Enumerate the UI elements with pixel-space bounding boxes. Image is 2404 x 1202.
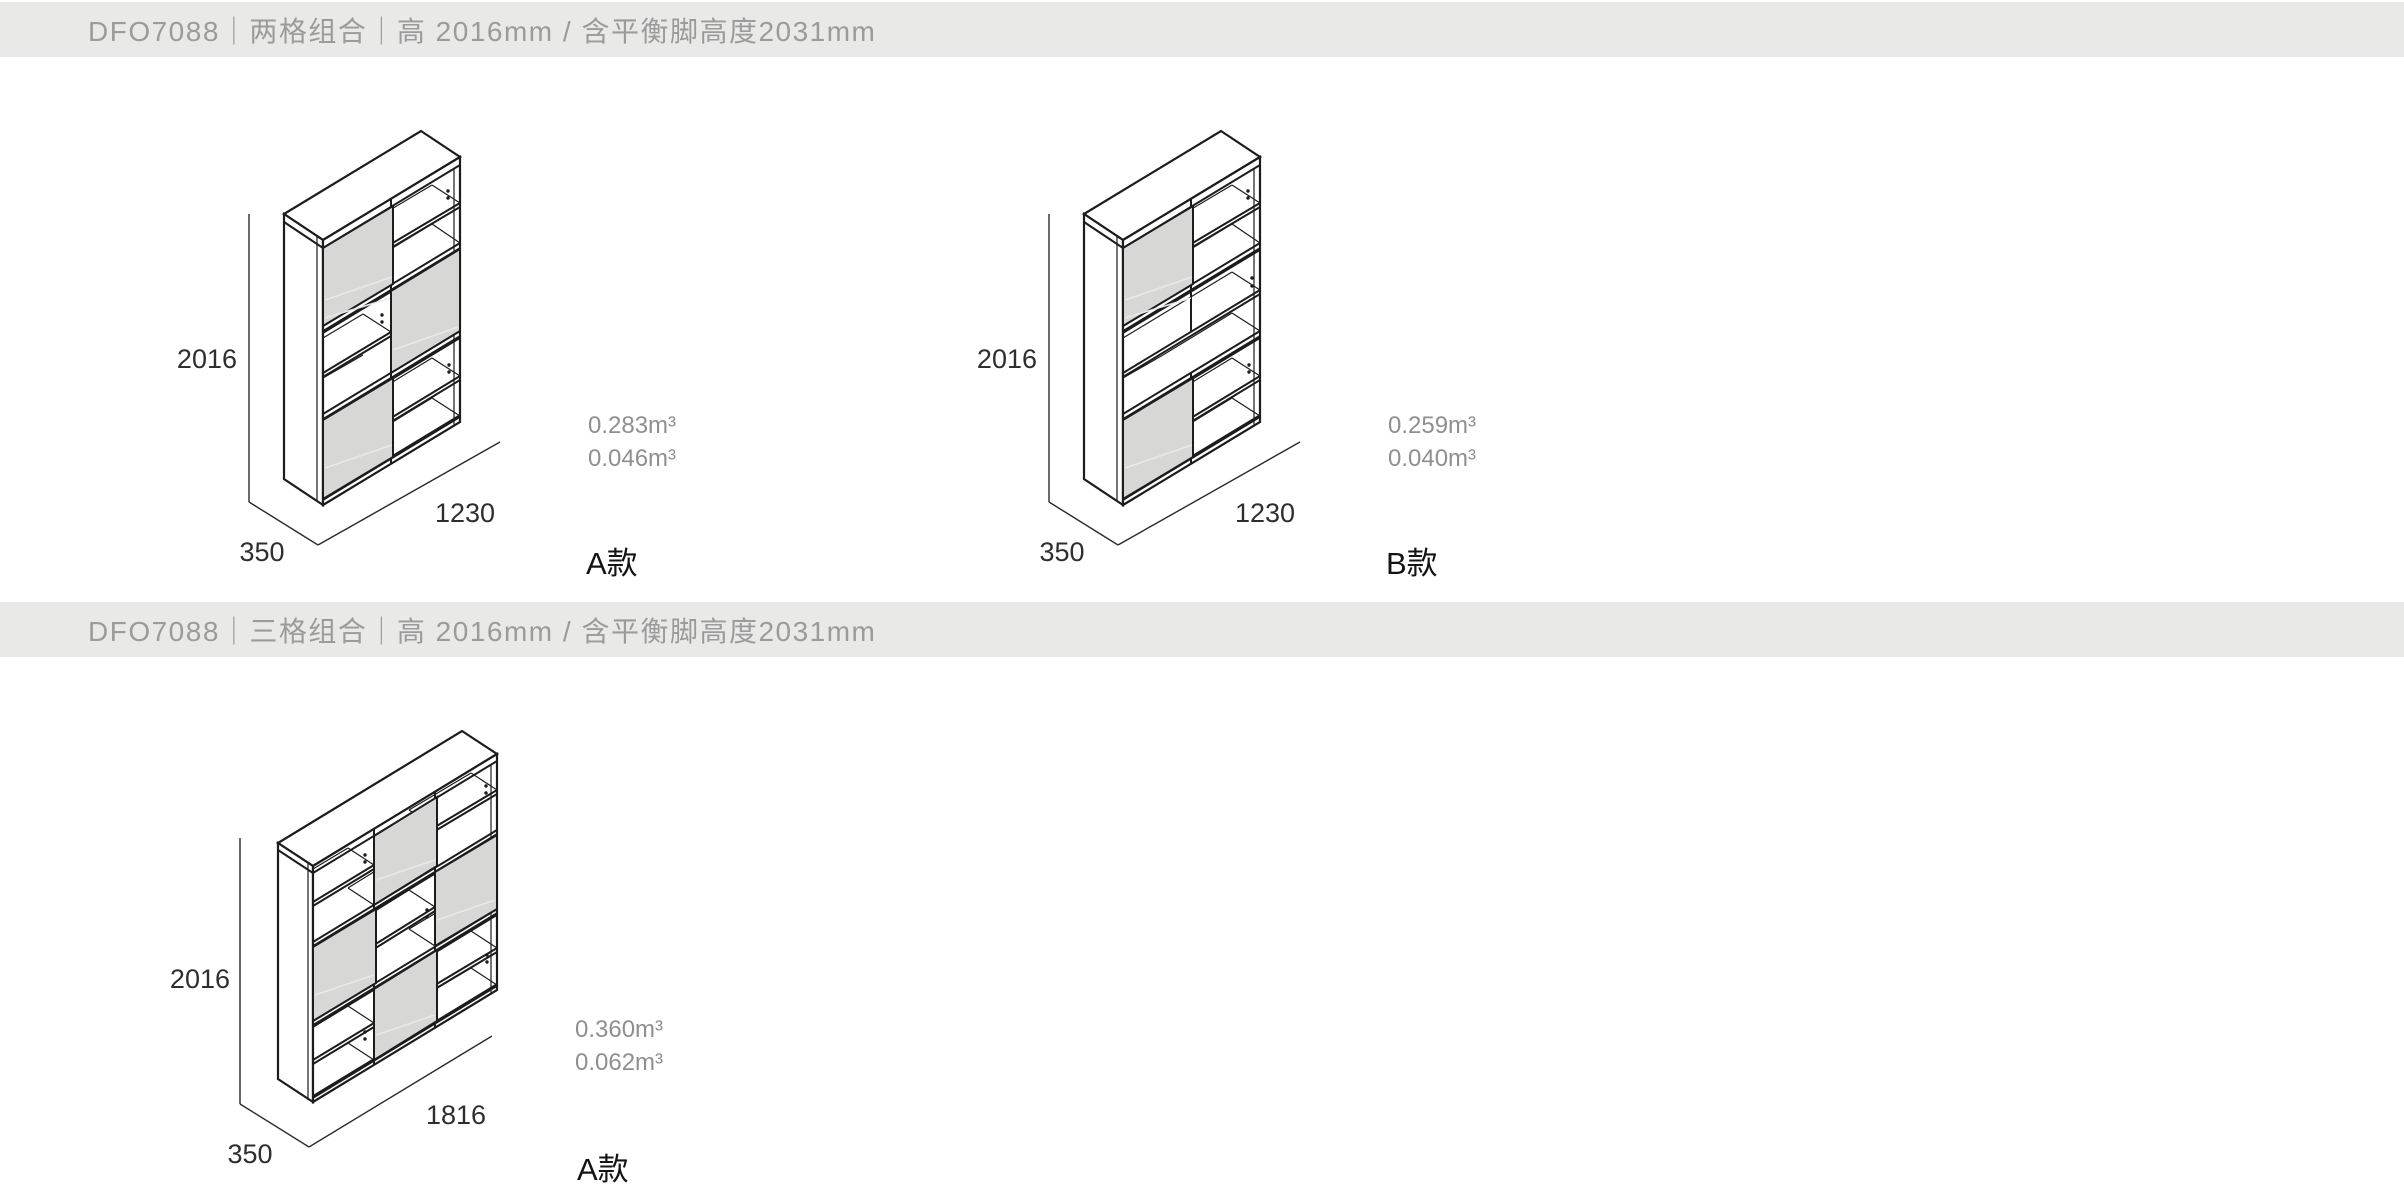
figure-two-bay-b: 2016 350 1230 0.259m³ 0.040m³ B款 bbox=[977, 129, 1476, 581]
section-header-two-bay: DFO7088｜两格组合｜高 2016mm / 含平衡脚高度2031mm bbox=[0, 2, 2404, 57]
variant-label: B款 bbox=[1386, 546, 1438, 581]
width-dimension: 1230 bbox=[1235, 498, 1295, 528]
width-dimension: 1230 bbox=[435, 498, 495, 528]
cabinet-carcass bbox=[275, 729, 500, 1105]
height-dimension: 2016 bbox=[177, 344, 237, 374]
height-dimension: 2016 bbox=[977, 344, 1037, 374]
sliding-doors bbox=[1122, 204, 1194, 501]
volume-value: 0.259m³ bbox=[1388, 412, 1476, 439]
depth-dimension: 350 bbox=[1039, 537, 1084, 567]
packed-volume-value: 0.062m³ bbox=[575, 1049, 663, 1076]
section-title: DFO7088｜两格组合｜高 2016mm / 含平衡脚高度2031mm bbox=[88, 15, 877, 47]
variant-label: A款 bbox=[577, 1152, 629, 1187]
figure-three-bay-a: 2016 350 1816 0.360m³ 0.062m³ A款 bbox=[170, 729, 663, 1187]
depth-dimension: 350 bbox=[239, 537, 284, 567]
dimension-lines bbox=[1048, 214, 1301, 546]
volume-value: 0.283m³ bbox=[588, 412, 676, 439]
variant-label: A款 bbox=[586, 546, 638, 581]
volume-value: 0.360m³ bbox=[575, 1016, 663, 1043]
dimension-lines bbox=[239, 838, 493, 1148]
sliding-doors bbox=[312, 795, 498, 1062]
figure-two-bay-a: 2016 350 1230 0.283m³ 0.046m³ A款 bbox=[177, 129, 676, 581]
packed-volume-value: 0.040m³ bbox=[1388, 445, 1476, 472]
height-dimension: 2016 bbox=[170, 964, 230, 994]
packed-volume-value: 0.046m³ bbox=[588, 445, 676, 472]
depth-dimension: 350 bbox=[227, 1139, 272, 1169]
section-title: DFO7088｜三格组合｜高 2016mm / 含平衡脚高度2031mm bbox=[88, 615, 877, 647]
section-header-three-bay: DFO7088｜三格组合｜高 2016mm / 含平衡脚高度2031mm bbox=[0, 602, 2404, 657]
sliding-doors bbox=[322, 204, 461, 501]
width-dimension: 1816 bbox=[426, 1100, 486, 1130]
dimension-lines bbox=[248, 214, 501, 546]
